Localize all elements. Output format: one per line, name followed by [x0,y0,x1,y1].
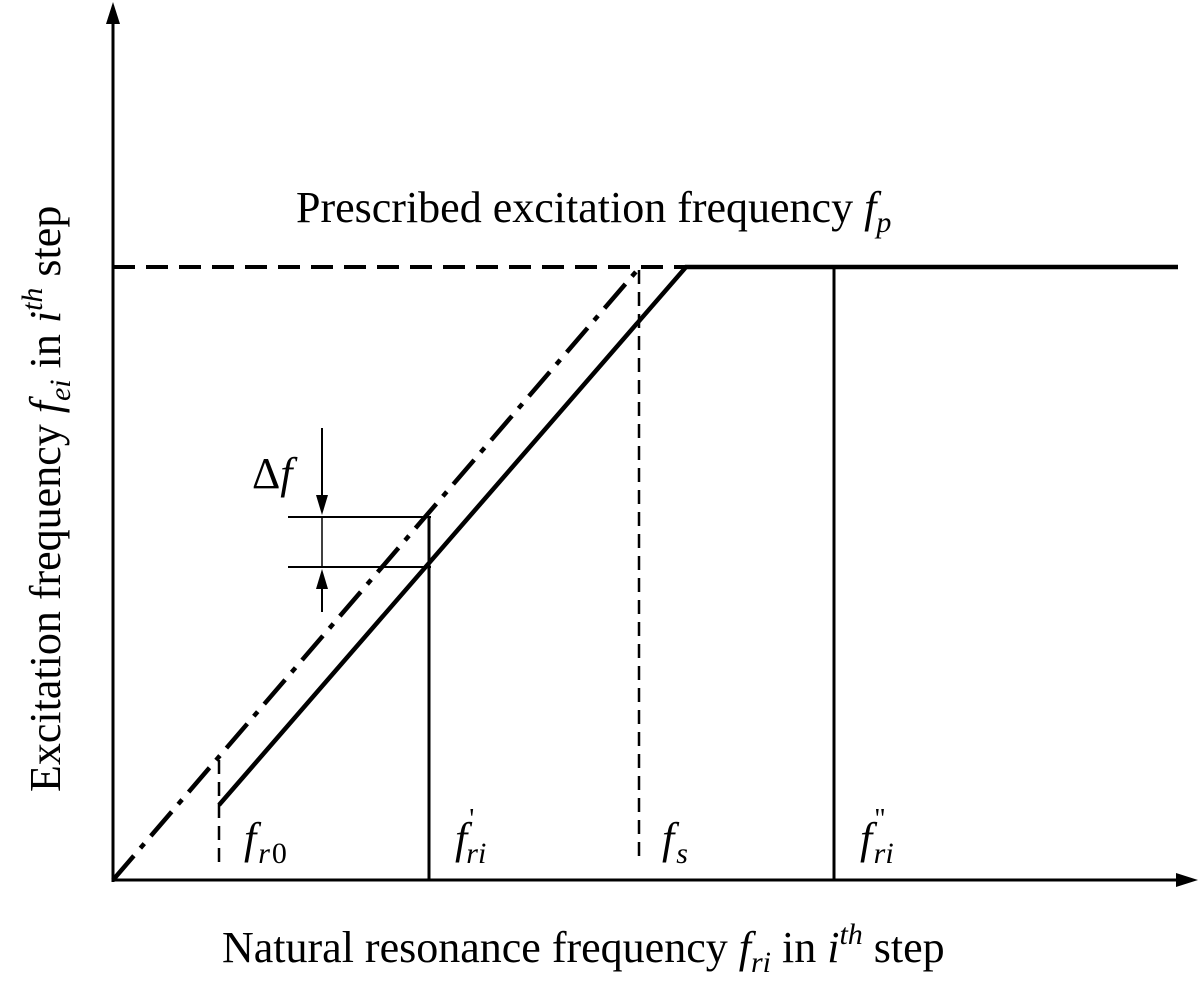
fri-double-prime-label: f"ri [860,804,894,870]
natural-resonance-dashdot-line [111,265,642,882]
prescribed-frequency-label: Prescribed excitation frequency fp [296,183,891,239]
fri-prime-label: f'ri [455,804,486,870]
y-axis-arrowhead [106,2,120,24]
delta-f-bottom-arrowhead [316,569,328,589]
fs-label: fs [662,814,688,870]
delta-f-top-arrowhead [316,495,328,515]
x-axis-arrowhead [1176,873,1198,887]
fr0-label: fr0 [244,814,287,870]
excitation-frequency-curve [217,264,1178,807]
x-axis-label: Natural resonance frequency fri in ith s… [222,918,945,979]
y-axis-label: Excitation frequency fei in ith step [16,206,77,792]
delta-f-label: Δf [252,449,298,498]
